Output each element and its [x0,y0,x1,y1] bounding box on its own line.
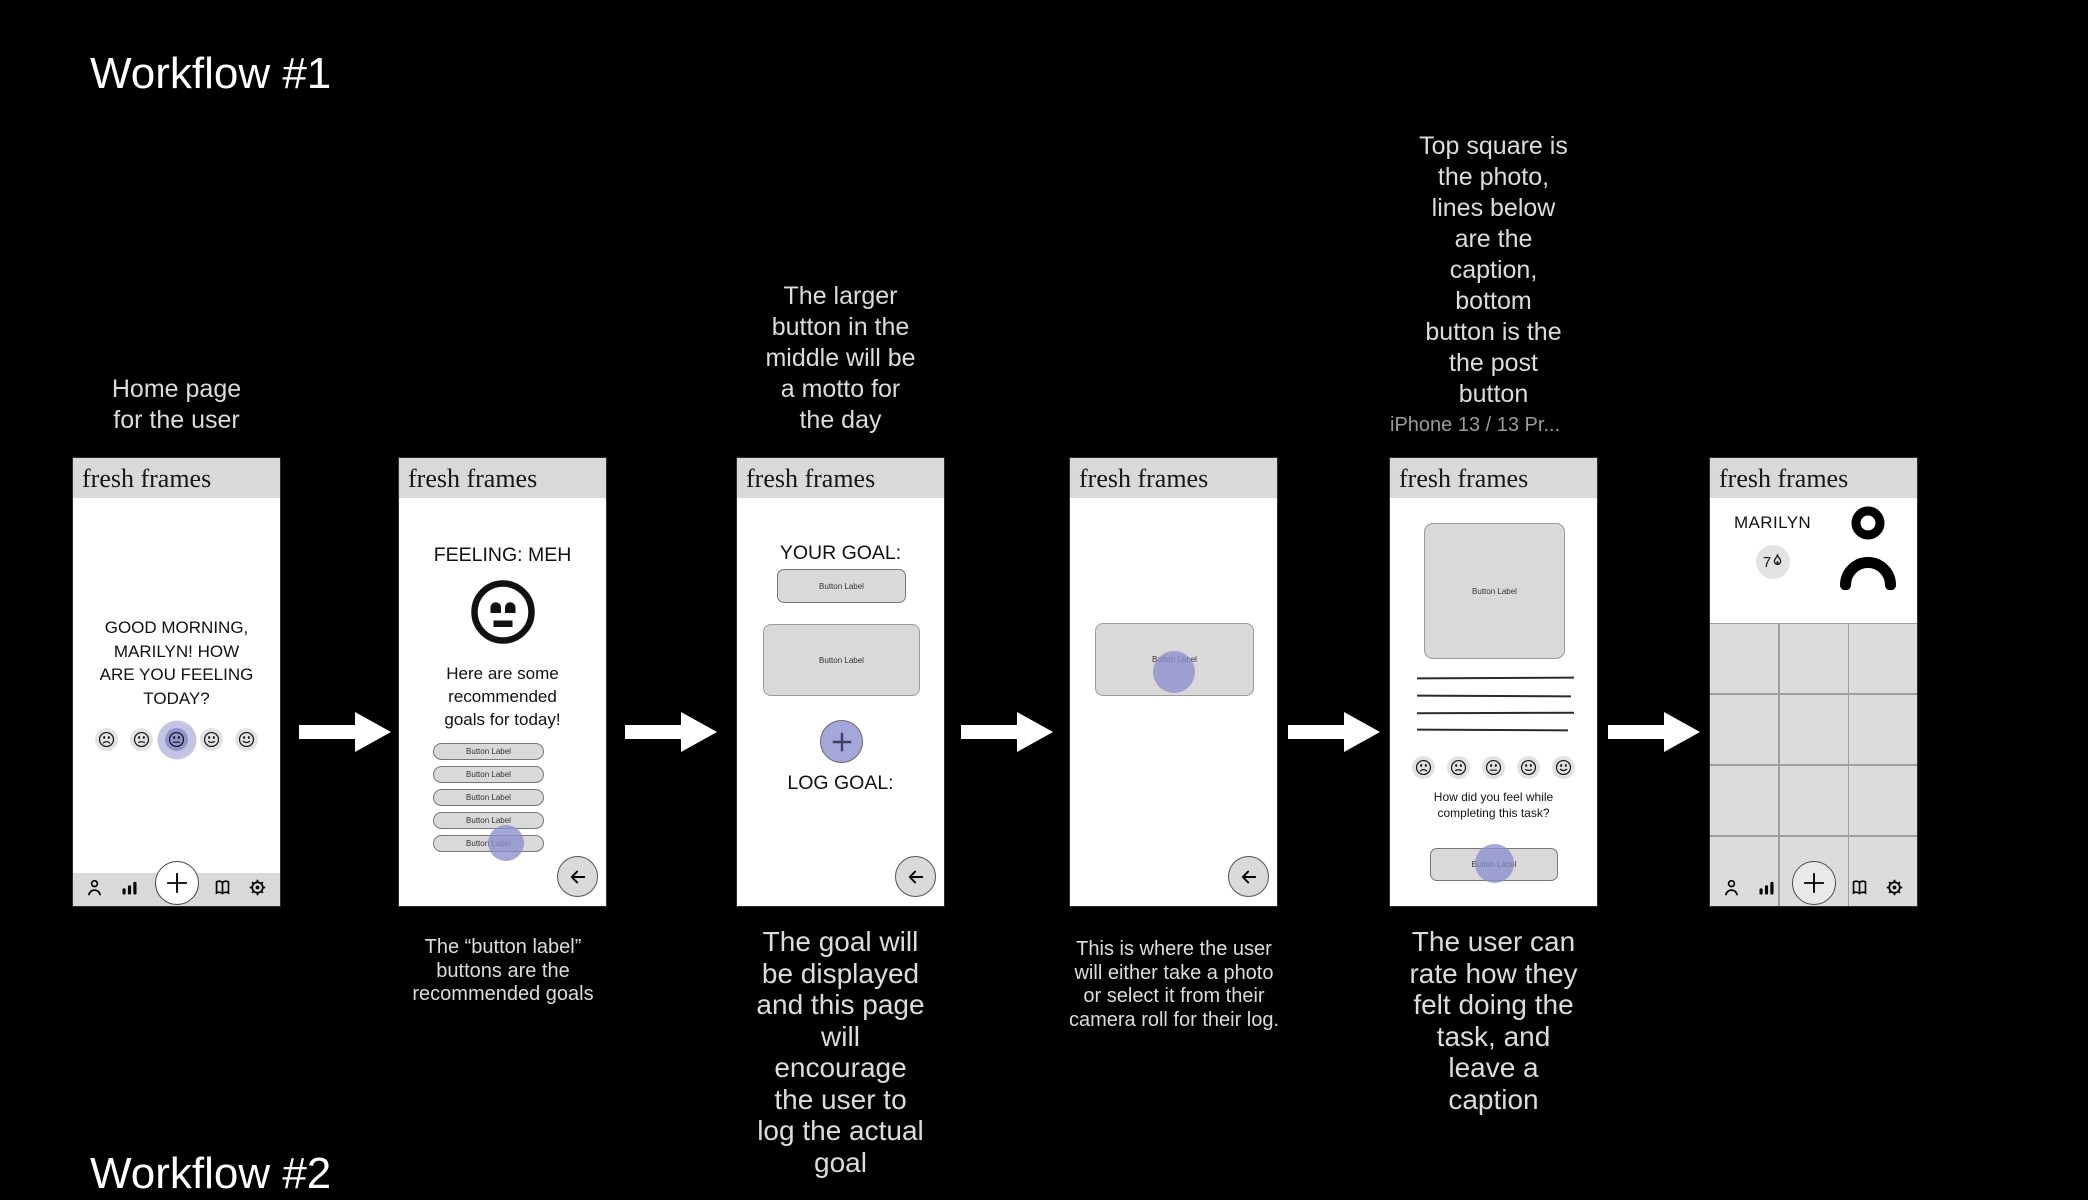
phone-frame-profile: fresh frames MARILYN 7 [1709,457,1918,907]
streak-badge: 7 [1756,545,1790,579]
tap-indicator [1474,844,1514,883]
phone-frame-rate: fresh frames Button Label How did you fe… [1389,457,1598,907]
streak-count: 7 [1762,553,1772,571]
settings-nav-icon[interactable] [247,877,268,903]
photo-grid-cell[interactable] [1710,765,1778,836]
log-goal-heading: LOG GOAL: [787,772,894,794]
mood-selector [73,728,280,751]
flow-arrow-5 [1608,712,1700,752]
app-header: fresh frames [1710,458,1917,498]
rate-neutral-icon[interactable] [1482,756,1505,779]
mood-content-icon[interactable] [200,728,223,751]
mood-neutral-icon-selected[interactable] [165,728,188,751]
tap-indicator [1153,651,1195,693]
flow-arrow-2 [625,712,717,752]
motto-button[interactable]: Button Label [763,624,920,696]
journal-nav-icon[interactable] [212,877,233,903]
flow-arrow-3 [961,712,1053,752]
workflow-2-title: Workflow #2 [90,1149,332,1198]
phone-frame-goals: fresh frames FEELING: MEH Here are some … [398,457,607,907]
rate-question-text: How did you feel while completing this t… [1433,790,1554,820]
phone-frame-goal: fresh frames YOUR GOAL: Button Label But… [736,457,945,907]
photo-grid-cell[interactable] [1779,624,1848,694]
note-home-above: Home page for the user [111,375,242,434]
goals-intro-text: Here are some recommended goals for toda… [444,664,561,729]
journal-nav-icon[interactable] [1849,877,1870,903]
rate-sad-icon[interactable] [1447,756,1470,779]
goal-button-list: Button Label Button Label Button Label B… [433,743,544,852]
mood-happy-icon[interactable] [235,728,258,751]
add-log-button[interactable] [1791,861,1836,905]
note-goals-below: The “button label” buttons are the recom… [412,936,594,1005]
stats-nav-icon[interactable] [119,877,140,903]
flow-arrow-1 [299,712,391,752]
app-header: fresh frames [737,458,944,498]
note-rate-below: The user can rate how they felt doing th… [1409,926,1578,1115]
note-goal-below: The goal will be displayed and this page… [756,926,925,1178]
note-photo-below: This is where the user will either take … [1068,938,1280,1031]
bottom-nav [1710,873,1917,906]
workflow-1-title: Workflow #1 [90,49,332,98]
back-button[interactable] [895,856,936,897]
rate-happy-icon[interactable] [1552,756,1575,779]
tap-indicator [488,825,524,861]
rate-very-sad-icon[interactable] [1412,756,1435,779]
photo-square-button[interactable]: Button Label [1424,523,1565,659]
caption-line [1416,676,1575,680]
greeting-text: GOOD MORNING, MARILYN! HOW ARE YOU FEELI… [99,618,254,708]
back-button[interactable] [1228,856,1269,897]
profile-avatar-icon [1840,506,1896,595]
profile-nav-icon[interactable] [1721,877,1742,903]
your-goal-heading: YOUR GOAL: [779,542,902,564]
goal-button[interactable]: Button Label [433,789,544,806]
rate-content-icon[interactable] [1517,756,1540,779]
photo-grid-cell[interactable] [1710,624,1778,694]
photo-grid-cell[interactable] [1849,765,1917,836]
meh-face-icon [467,576,539,653]
flow-arrow-4 [1288,712,1380,752]
caption-line [1416,711,1575,715]
photo-grid-cell[interactable] [1710,694,1778,765]
feeling-status-text: FEELING: MEH [433,544,572,566]
photo-grid-cell[interactable] [1849,624,1917,694]
settings-nav-icon[interactable] [1884,877,1905,903]
goal-button[interactable]: Button Label [433,766,544,783]
photo-grid-cell[interactable] [1849,694,1917,765]
profile-nav-icon[interactable] [84,877,105,903]
note-motto-above: The larger button in the middle will be … [765,282,916,434]
app-header: fresh frames [73,458,280,498]
figma-frame-label[interactable]: iPhone 13 / 13 Pr... [1390,414,1561,436]
goal-display-button[interactable]: Button Label [777,569,906,603]
photo-grid-cell[interactable] [1710,836,1778,906]
stats-nav-icon[interactable] [1756,877,1777,903]
phone-frame-home: fresh frames GOOD MORNING, MARILYN! HOW … [72,457,281,907]
back-button[interactable] [557,856,598,897]
app-header: fresh frames [1390,458,1597,498]
rating-selector [1390,756,1597,779]
photo-grid [1710,623,1917,906]
photo-grid-cell[interactable] [1779,694,1848,765]
log-goal-plus-button[interactable] [820,720,863,763]
flame-icon [1772,553,1783,571]
mood-very-sad-icon[interactable] [95,728,118,751]
caption-line [1416,728,1569,732]
app-header: fresh frames [399,458,606,498]
phone-frame-photo: fresh frames Button Label [1069,457,1278,907]
app-header: fresh frames [1070,458,1277,498]
caption-line [1416,694,1572,698]
add-log-button[interactable] [154,861,199,905]
mood-sad-icon[interactable] [130,728,153,751]
photo-grid-cell[interactable] [1779,765,1848,836]
note-post-above: Top square is the photo, lines below are… [1419,132,1568,408]
goal-button[interactable]: Button Label [433,743,544,760]
profile-username: MARILYN [1734,513,1812,532]
photo-grid-cell[interactable] [1849,836,1917,906]
goal-button[interactable]: Button Label [433,812,544,829]
